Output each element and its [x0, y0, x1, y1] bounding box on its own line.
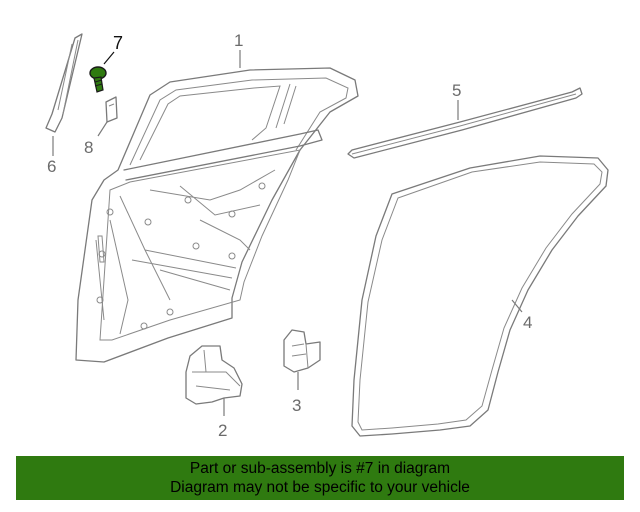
leader-8	[97, 121, 108, 137]
banner-line-1: Part or sub-assembly is #7 in diagram	[189, 460, 451, 477]
part-2-bracket[interactable]	[185, 345, 243, 405]
callout-8: 8	[84, 138, 93, 157]
callout-4: 4	[523, 313, 532, 332]
part-8-clip[interactable]	[105, 96, 118, 123]
callout-6: 6	[47, 157, 56, 176]
callout-5: 5	[452, 81, 461, 100]
part-1-door-shell[interactable]	[75, 67, 359, 363]
part-7-screw[interactable]	[89, 66, 107, 93]
callout-3: 3	[292, 396, 301, 415]
parts-diagram: 6 7 8	[45, 31, 609, 440]
banner-line-2: Diagram may not be specific to your vehi…	[170, 479, 470, 496]
part-3-small-bracket[interactable]	[283, 329, 321, 373]
part-4-door-seal[interactable]	[351, 155, 609, 437]
callout-7: 7	[113, 33, 123, 53]
leader-4	[511, 299, 523, 313]
info-banner: Part or sub-assembly is #7 in diagram Di…	[16, 456, 624, 500]
callout-2: 2	[218, 421, 227, 440]
leader-7	[103, 51, 115, 65]
callout-1: 1	[234, 31, 243, 50]
part-6-channel-strip[interactable]	[45, 33, 83, 133]
part-5-belt-weatherstrip[interactable]	[347, 87, 583, 159]
